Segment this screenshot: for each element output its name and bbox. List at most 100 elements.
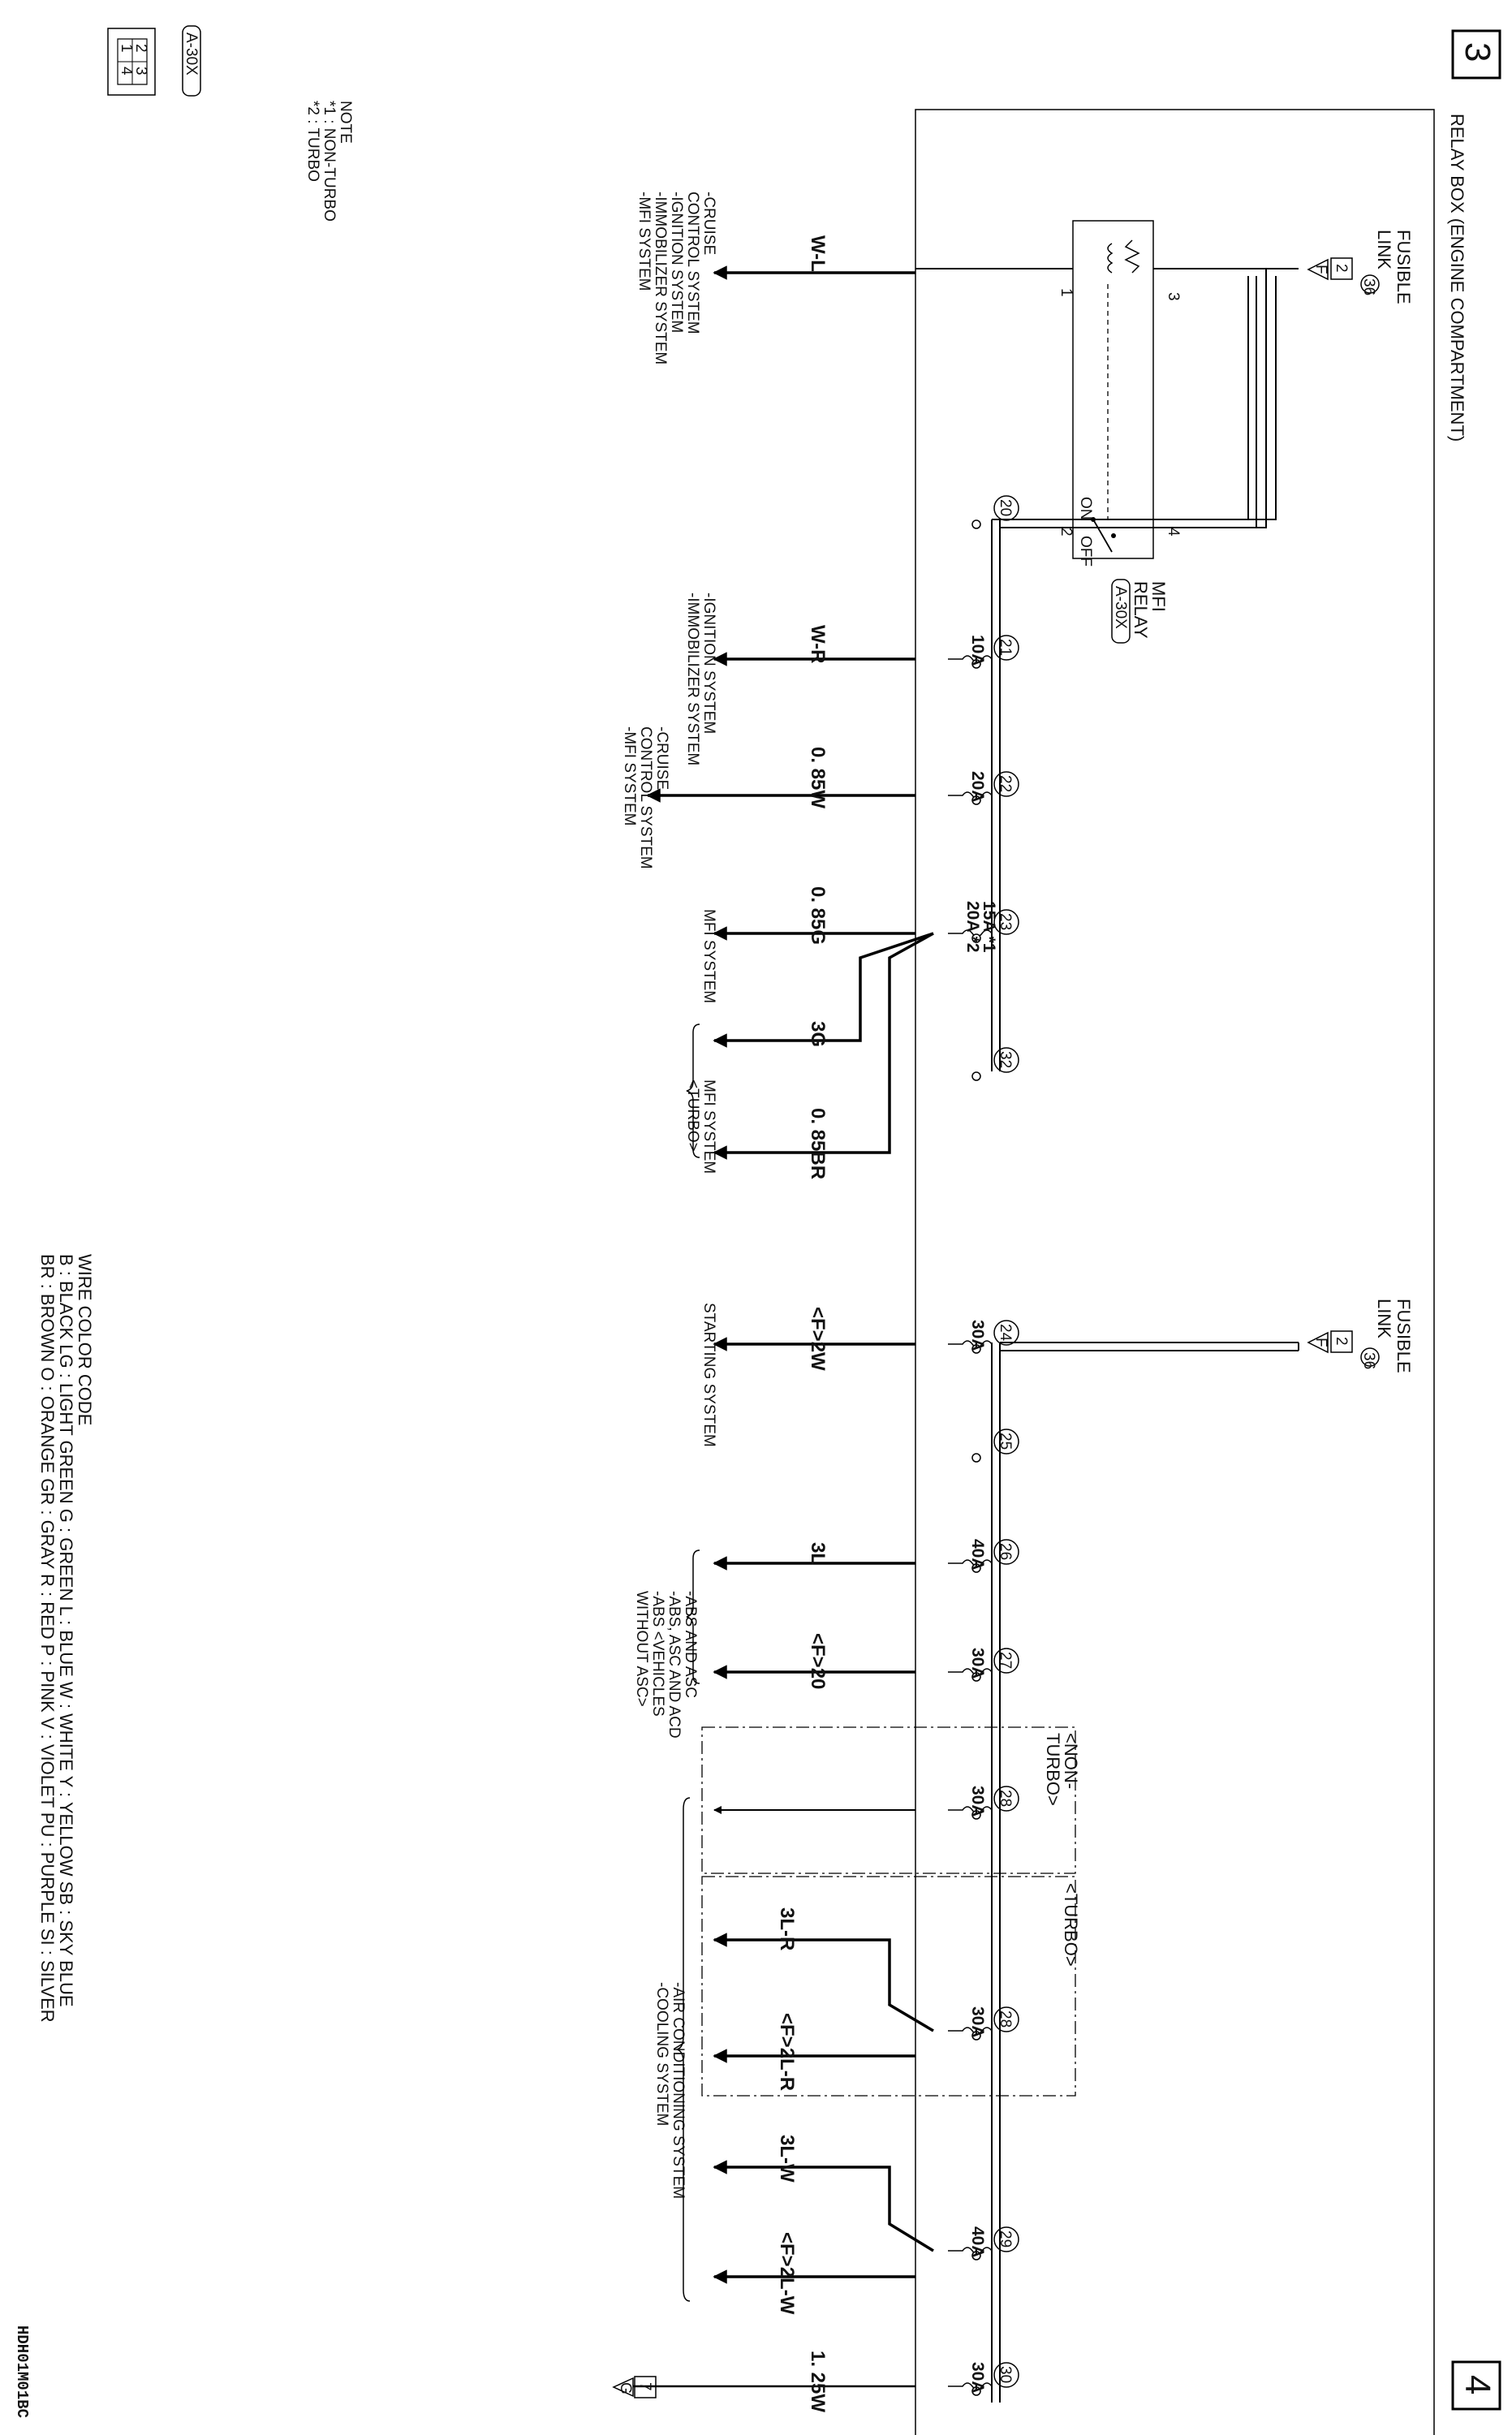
destination-d2-line: -IMMOBILIZER SYSTEM xyxy=(684,593,701,765)
fuse-number: 26 xyxy=(997,1543,1014,1560)
variant-turbo: <TURBO> xyxy=(1061,1883,1081,1967)
label-w-l: W-L xyxy=(807,235,829,272)
fuse-number: 20 xyxy=(997,499,1014,516)
note-line2: *2 : TURBO xyxy=(304,101,321,182)
wire-layer xyxy=(633,265,933,2386)
relay-connector-upright: A-30X xyxy=(1112,586,1129,629)
label-3g: 3G xyxy=(807,1021,829,1047)
fl-mid-letter: F xyxy=(1312,1338,1329,1347)
destination-d1-line: -CRUISE xyxy=(700,192,717,255)
conn-pin-2: 2 xyxy=(132,44,149,53)
variant-nonturbo-1: <NON- xyxy=(1061,1733,1081,1789)
fl-mid-l2: LINK xyxy=(1374,1299,1394,1338)
fuse-rating: 20A xyxy=(968,771,987,803)
fuse-rating: 10A xyxy=(968,635,987,666)
fuse-rating: 30A xyxy=(968,2362,987,2394)
wire-3l-w xyxy=(713,2160,933,2251)
fl-mid-code: 2 xyxy=(1333,1337,1350,1346)
fuse-number: 23 xyxy=(997,913,1014,930)
fuse-28-nonturbo: 28 30A xyxy=(948,1786,1019,1819)
destination-d7-line: -ABS <VEHICLES xyxy=(649,1591,666,1717)
destination-d5-line: MFI SYSTEM xyxy=(700,1080,717,1174)
fuse-rating: 30A xyxy=(968,1648,987,1679)
fl-top-code: 2 xyxy=(1333,264,1350,273)
ground-code: 7 xyxy=(636,2382,653,2391)
relay-off-upright: OFF xyxy=(1077,536,1094,567)
wire-085br xyxy=(713,933,933,1160)
text-layer: RELAY BOX (ENGINE COMPARTMENT) 3 4 FUSIB… xyxy=(13,26,1500,2418)
conn-icon-code: A-30X xyxy=(183,32,200,75)
relay-body xyxy=(1073,221,1153,558)
destination-d8-line: -COOLING SYSTEM xyxy=(653,1982,670,2126)
destination-d4-line: MFI SYSTEM xyxy=(700,909,717,1003)
fuse-20: 20 xyxy=(972,496,1019,528)
destination-d6-line: STARTING SYSTEM xyxy=(700,1303,717,1447)
destinations: -CRUISE CONTROL SYSTEM-IGNITION SYSTEM-I… xyxy=(621,192,717,2199)
relay-pin4-upright: 4 xyxy=(1165,528,1182,537)
destination-d7-line: -ABS AND ASC xyxy=(682,1591,699,1698)
fl-top-num: 36 xyxy=(1360,278,1377,295)
variant-boxes xyxy=(702,1727,1075,2096)
wire-3l-r xyxy=(713,1933,933,2031)
wire-color-row2: BR : BROWN O : ORANGE GR : GRAY R : RED … xyxy=(37,1254,58,2023)
label-f2l-w: <F>2L-W xyxy=(776,2232,798,2315)
destination-d3-line: -CRUISE xyxy=(653,726,670,790)
fuse-rating: 30A xyxy=(968,1786,987,1817)
label-3l-r: 3L-R xyxy=(776,1907,798,1950)
fuse-27: 27 30A xyxy=(948,1648,1019,1681)
relay-name1-upright: MFI xyxy=(1148,581,1169,612)
note-line1: *1 : NON-TURBO xyxy=(321,101,338,222)
label-3l: 3L xyxy=(807,1542,829,1565)
destination-d2-line: -IGNITION SYSTEM xyxy=(700,593,717,734)
fuse-rating-line1: 15A *1 xyxy=(980,901,998,953)
relay-box-title-upright: RELAY BOX (ENGINE COMPARTMENT) xyxy=(1447,114,1467,442)
wire-3g xyxy=(713,933,933,1048)
destination-d8-line: -AIR CONDITIONING SYSTEM xyxy=(670,1982,687,2199)
label-085br: 0. 85BR xyxy=(807,1108,829,1179)
fuse-number: 27 xyxy=(997,1652,1014,1669)
label-w-r: W-R xyxy=(807,625,829,664)
fuse-number: 22 xyxy=(997,775,1014,792)
conn-pin-4: 4 xyxy=(118,67,135,75)
relay-wiring-upright xyxy=(915,269,1299,528)
destination-d1-line: -IGNITION SYSTEM xyxy=(668,192,685,333)
nonturbo-box xyxy=(702,1727,1075,1873)
page-prev-upright: 3 xyxy=(1458,42,1497,62)
brace-aircon xyxy=(677,1798,690,2301)
fl-mid-l1: FUSIBLE xyxy=(1394,1299,1414,1373)
ground-connector: G 7 xyxy=(614,2377,656,2398)
fuse-number: 28 xyxy=(997,2010,1014,2028)
fuse-number: 28 xyxy=(997,1790,1014,1807)
conn-pin-1: 1 xyxy=(118,44,135,53)
destination-d3-line: CONTROL SYSTEM xyxy=(637,726,654,869)
destination-d7-line: -ABS, ASC AND ACD xyxy=(666,1591,683,1739)
destination-d1-line: -MFI SYSTEM xyxy=(635,192,653,291)
turbo-box xyxy=(702,1877,1075,2096)
fl-mid-num: 36 xyxy=(1360,1352,1377,1369)
fuse-25: 25 xyxy=(972,1429,1019,1462)
footer-code: HDH01M01BC xyxy=(13,2325,31,2418)
fuse-number: 30 xyxy=(997,2366,1014,2383)
relay-resistor-upright xyxy=(1126,240,1139,273)
fuse-32: 32 xyxy=(972,1048,1019,1080)
brace-abs xyxy=(687,1550,700,1683)
destination-d3-line: -MFI SYSTEM xyxy=(621,726,638,825)
fl-top-l2: LINK xyxy=(1374,230,1394,269)
relay-pin1-upright: 1 xyxy=(1058,288,1075,297)
brace-mfi-turbo xyxy=(687,1024,700,1157)
relay-pin2-upright: 2 xyxy=(1058,528,1075,537)
label-f2w: <F>2W xyxy=(807,1307,829,1371)
label-085g: 0. 85G xyxy=(807,886,829,945)
fuse-number: 24 xyxy=(997,1324,1014,1342)
label-085w: 0. 85W xyxy=(807,747,829,808)
fuse-rating-line2: 20A *2 xyxy=(963,901,982,952)
page-next-upright: 4 xyxy=(1458,2375,1497,2394)
label-f20: <F>20 xyxy=(807,1633,829,1689)
fl-top-l1: FUSIBLE xyxy=(1394,230,1414,304)
destination-d1-line: CONTROL SYSTEM xyxy=(684,192,701,334)
